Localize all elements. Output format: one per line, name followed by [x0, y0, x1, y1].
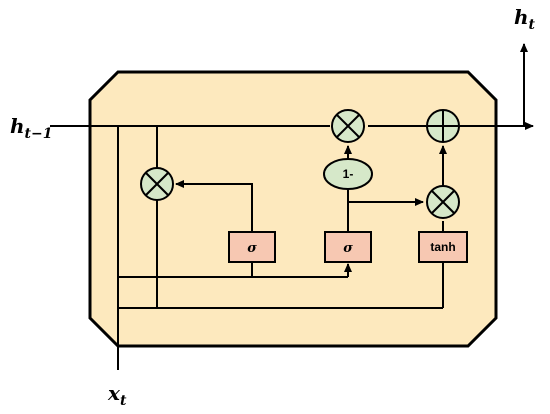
sigma-gate-2: σ	[324, 231, 372, 263]
one-minus-label: 1-	[343, 167, 354, 181]
one-minus-op: 1-	[323, 158, 373, 190]
h-prev-label: ht−1	[10, 114, 53, 142]
x-t-label: xt	[107, 381, 127, 409]
sigma-1-label: σ	[247, 241, 257, 256]
multiply-op-2	[331, 109, 365, 143]
sigma1-to-mult1	[175, 180, 253, 232]
sigma-gate-1: σ	[228, 231, 276, 263]
sigma-2-label: σ	[343, 241, 353, 256]
multiply-op-1	[140, 167, 174, 201]
tanh-gate: tanh	[418, 231, 468, 263]
multiply-op-3	[426, 185, 460, 219]
tanh-label: tanh	[430, 240, 455, 254]
h-t-label: ht	[514, 5, 536, 33]
add-op	[426, 109, 460, 143]
